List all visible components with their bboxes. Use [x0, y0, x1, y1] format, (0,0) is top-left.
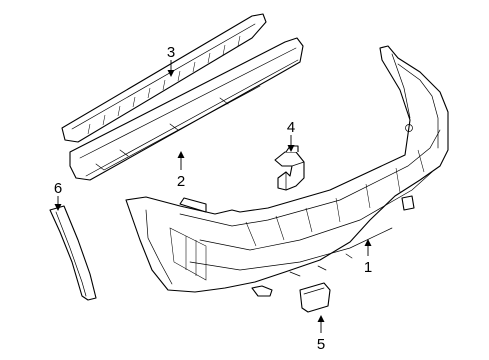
part-1-bumper-cover: [125, 45, 449, 297]
callout-6-number: 6: [54, 180, 62, 197]
callout-3-number: 3: [167, 44, 175, 61]
callout-1-number: 1: [364, 259, 372, 276]
part-4-bracket: [274, 145, 305, 191]
callout-3-leader: [167, 60, 175, 77]
part-5-cover-cap: [299, 282, 331, 313]
callout-5-leader: [317, 315, 325, 333]
callout-2-number: 2: [177, 173, 185, 190]
callout-1-leader: [364, 239, 372, 256]
callout-4-number: 4: [287, 119, 295, 136]
part-6-wheel-molding: [49, 205, 97, 301]
callout-4-leader: [287, 135, 295, 152]
part-2-reinforcement-beam: [69, 37, 304, 181]
callout-2-leader: [177, 151, 185, 170]
part-3-energy-absorber: [61, 13, 267, 143]
callout-5-number: 5: [317, 336, 325, 353]
callout-6-leader: [54, 196, 62, 211]
